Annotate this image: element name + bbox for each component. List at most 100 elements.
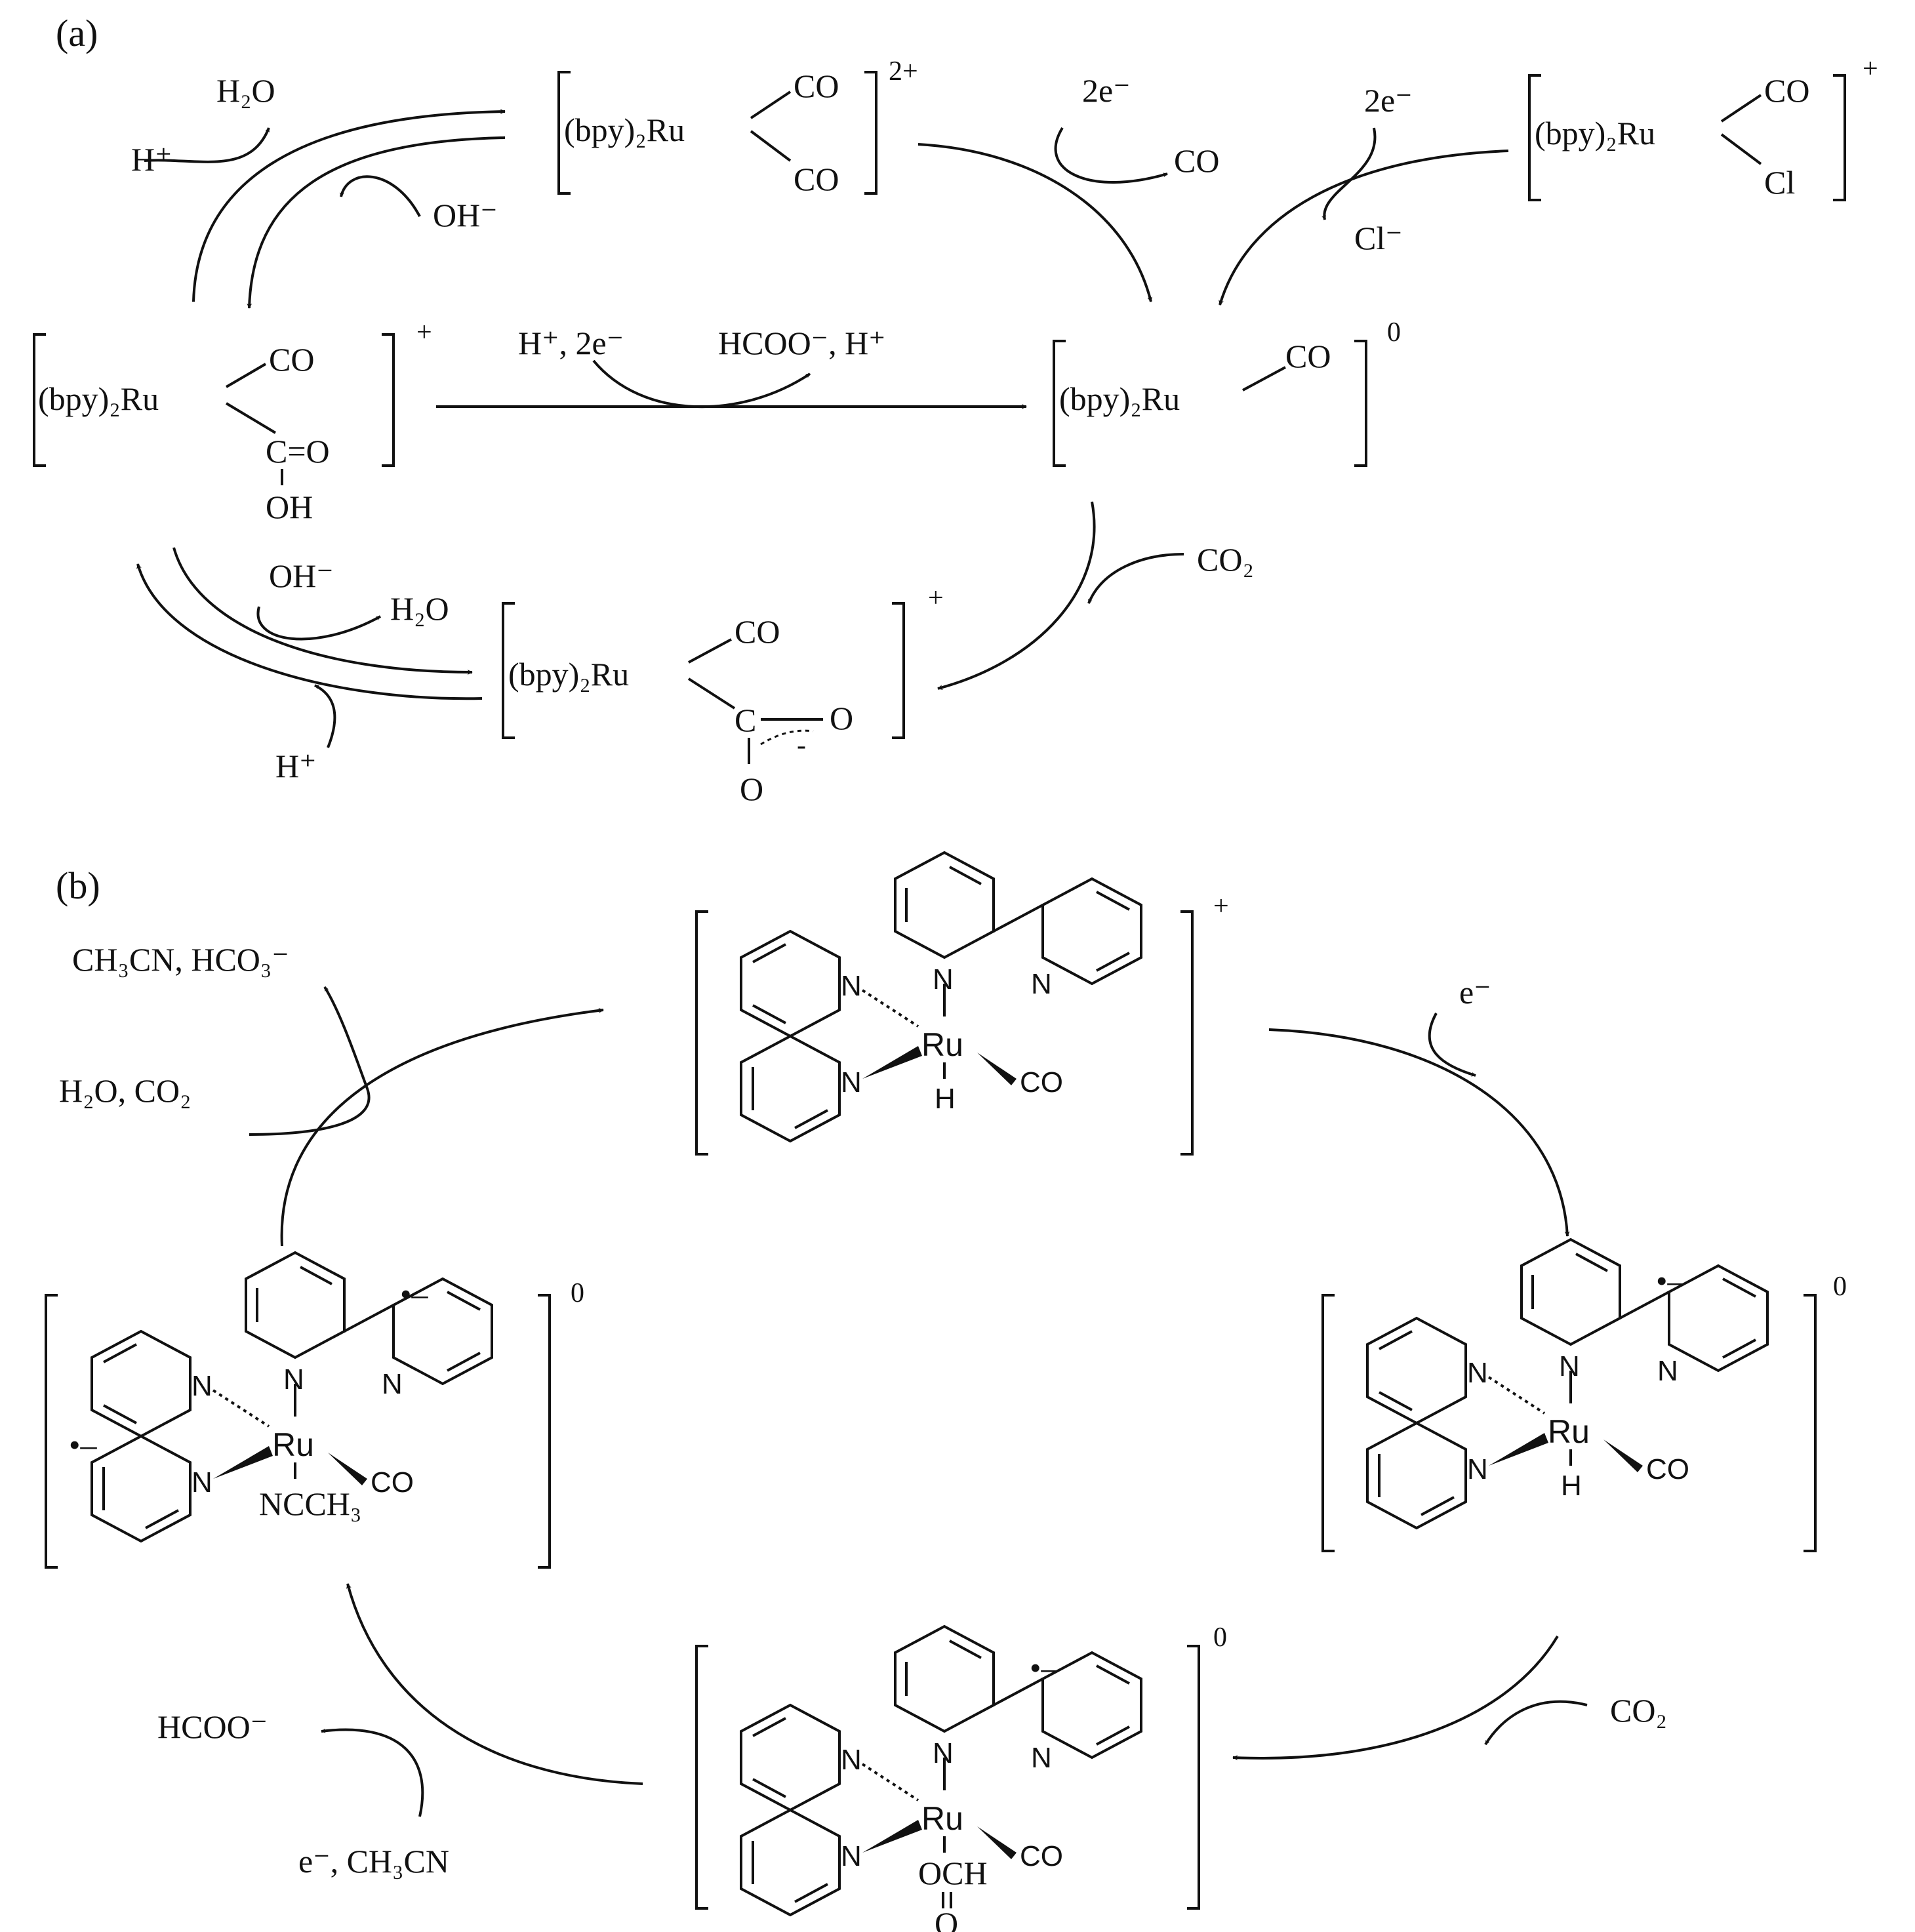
ligand-co: CO [371,1466,414,1499]
atom-n: N [192,1370,212,1402]
arrows-panel-b [249,986,1588,1817]
atom-n: N [382,1368,403,1400]
label-hplus: H⁺ [275,748,317,784]
complex-chloro: (bpy)₂Ru CO Cl + [1528,54,1878,201]
complex-carboxylate: (bpy)₂Ru CO C O O - + [502,583,944,807]
complex-formate-radical: N N N N Ru OCH O CO •– [740,1625,1142,1932]
atom-n: N [841,1066,862,1098]
complex-carboxylic-acid: (bpy)₂Ru CO C=O OH + [33,317,432,525]
atom-n: N [1657,1355,1678,1387]
complex-hydride-radical: N N N N Ru H CO •– [1366,1238,1769,1529]
label-water-co2: H₂O, CO₂ [59,1072,192,1109]
ru-center: (bpy)₂Ru [1059,380,1180,417]
label-acetonitrile-bicarbonate: CH₃CN, HCO₃⁻ [72,941,289,978]
carboxylate-o: O [830,700,853,736]
charge-label: 0 [571,1278,584,1308]
negative-charge: - [797,731,806,761]
atom-n: N [841,1744,862,1776]
atom-n: N [1467,1453,1488,1485]
atom-n: N [1031,1742,1052,1774]
ru-center: (bpy)₂Ru [564,111,685,148]
radical-anion: •– [1030,1649,1058,1686]
atom-n: N [841,1840,862,1872]
bracket [538,1294,551,1569]
atom-n: N [192,1466,212,1499]
ligand-cl: Cl [1764,164,1795,201]
label-co-released: CO [1174,142,1219,179]
panel-label-b: (b) [56,864,100,907]
atom-n: N [1031,968,1052,1000]
formate-och: OCH [918,1855,988,1891]
atom-n: N [283,1363,304,1396]
charge-label: 2+ [889,56,918,87]
label-electron: e⁻ [1459,974,1491,1011]
charge-label: + [1213,891,1229,921]
bracket [1321,1294,1335,1552]
atom-ru: Ru [921,1800,963,1837]
ligand-co: CO [794,161,839,197]
atom-n: N [933,1737,954,1769]
complex-dicarbonyl: (bpy)₂Ru CO CO 2+ [557,56,918,197]
atom-ru: Ru [272,1426,314,1463]
bracket [45,1294,58,1569]
label-2e: 2e⁻ [1364,82,1413,119]
bracket [1187,1645,1200,1910]
ligand-co: CO [1020,1066,1063,1098]
label-hplus-2e: H⁺, 2e⁻ [518,325,624,361]
label-co2: CO₂ [1610,1692,1667,1729]
atom-h: H [1561,1470,1582,1502]
hydroxyl: OH [266,489,313,525]
ligand-co: CO [1285,338,1331,374]
atom-n: N [1559,1350,1580,1382]
ligand-co: CO [1646,1453,1689,1485]
complex-acetonitrile-radical: N N N N Ru NCCH₃ CO •– •– [69,1251,493,1542]
ru-center: (bpy)₂Ru [1535,115,1655,151]
bracket [1804,1294,1817,1552]
charge-label: 0 [1833,1272,1847,1302]
radical-anion: •– [69,1426,98,1463]
bracket [1180,910,1194,1156]
atom-n: N [841,970,862,1002]
label-oh-minus: OH⁻ [269,557,334,594]
ligand-co: CO [1764,72,1809,109]
carboxyl-c: C=O [266,433,330,470]
ligand-co: CO [1020,1840,1063,1872]
radical-anion: •– [400,1276,429,1312]
bracket [695,1645,708,1910]
charge-label: + [928,583,944,613]
ligand-co: CO [794,68,839,104]
carboxylate-o: O [740,771,763,807]
label-formate: HCOO⁻, H⁺ [718,325,886,361]
atom-n: N [1467,1357,1488,1389]
charge-label: 0 [1213,1622,1227,1653]
arrows-panel-a [136,109,1509,748]
charge-label: + [416,317,432,348]
label-2e: 2e⁻ [1082,72,1131,109]
ligand-nccH3: NCCH₃ [259,1485,361,1522]
charge-label: 0 [1387,317,1401,348]
ru-center: (bpy)₂Ru [508,656,629,693]
charge-label: + [1863,54,1878,84]
formate-o: O [935,1905,958,1932]
label-hplus: H⁺ [131,141,172,178]
atom-ru: Ru [921,1026,963,1063]
label-electron-acetonitrile: e⁻, CH₃CN [298,1843,449,1880]
carboxylate-c: C [735,702,756,738]
label-oh-minus: OH⁻ [433,197,498,233]
panel-label-a: (a) [56,12,98,54]
label-cl-minus: Cl⁻ [1354,220,1403,256]
ligand-co: CO [735,613,780,650]
complex-hydride-cation: N N N N Ru H CO [740,851,1142,1142]
atom-n: N [933,963,954,996]
complex-zero: (bpy)₂Ru CO 0 [1053,317,1401,467]
label-formate: HCOO⁻ [157,1708,268,1745]
ru-center: (bpy)₂Ru [38,380,159,417]
label-h2o: H₂O [216,72,275,109]
radical-anion: •– [1656,1262,1685,1299]
bracket [695,910,708,1156]
atom-ru: Ru [1548,1413,1590,1450]
label-h2o: H₂O [390,590,449,627]
atom-h: H [935,1083,956,1115]
label-co2: CO₂ [1197,541,1254,578]
